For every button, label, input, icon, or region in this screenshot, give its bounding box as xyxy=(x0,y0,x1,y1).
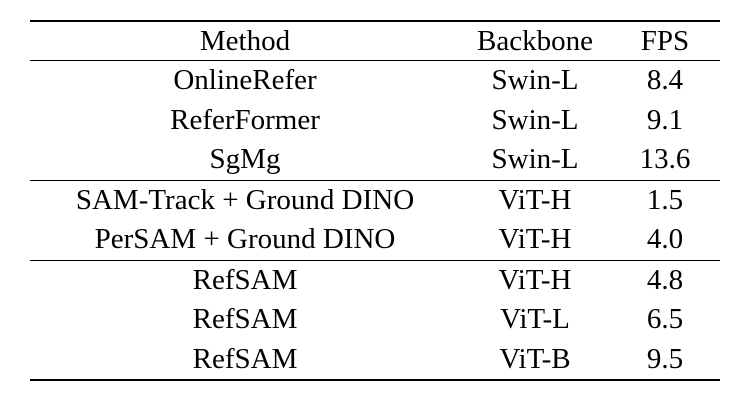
table-body: OnlineRefer Swin-L 8.4 ReferFormer Swin-… xyxy=(30,60,720,380)
cell-method: RefSAM xyxy=(192,263,298,296)
results-table-container: Method Backbone FPS OnlineRefer Swin-L 8… xyxy=(30,20,720,381)
cell-fps: 9.1 xyxy=(646,103,684,136)
cell-backbone: ViT-H xyxy=(498,223,572,256)
cell-backbone: ViT-L xyxy=(500,303,570,336)
header-fps: FPS xyxy=(640,24,690,57)
table-row: RefSAM ViT-B 9.5 xyxy=(30,340,720,380)
fps-comparison-table: Method Backbone FPS OnlineRefer Swin-L 8… xyxy=(30,20,720,381)
cell-method: RefSAM xyxy=(192,303,298,336)
cell-backbone: ViT-H xyxy=(498,183,572,216)
table-header: Method Backbone FPS xyxy=(30,21,720,61)
cell-fps: 13.6 xyxy=(639,143,691,176)
cell-fps: 8.4 xyxy=(646,64,684,97)
cell-backbone: Swin-L xyxy=(491,143,579,176)
table-row: SAM-Track + Ground DINO ViT-H 1.5 xyxy=(30,180,720,220)
cell-method: ReferFormer xyxy=(170,103,320,136)
cell-method: PerSAM + Ground DINO xyxy=(94,223,396,256)
cell-method: OnlineRefer xyxy=(173,64,317,97)
table-row: SgMg Swin-L 13.6 xyxy=(30,140,720,180)
cell-backbone: Swin-L xyxy=(491,103,579,136)
cell-backbone: Swin-L xyxy=(491,64,579,97)
cell-fps: 4.8 xyxy=(646,263,684,296)
table-row: OnlineRefer Swin-L 8.4 xyxy=(30,60,720,101)
cell-fps: 9.5 xyxy=(646,342,684,375)
cell-fps: 1.5 xyxy=(646,183,684,216)
cell-backbone: ViT-H xyxy=(498,263,572,296)
cell-fps: 6.5 xyxy=(646,303,684,336)
cell-backbone: ViT-B xyxy=(499,342,571,375)
table-row: RefSAM ViT-H 4.8 xyxy=(30,260,720,300)
table-row: PerSAM + Ground DINO ViT-H 4.0 xyxy=(30,220,720,260)
cell-fps: 4.0 xyxy=(646,223,684,256)
header-row: Method Backbone FPS xyxy=(30,21,720,61)
cell-method: SAM-Track + Ground DINO xyxy=(75,183,415,216)
cell-method: SgMg xyxy=(209,143,281,176)
cell-method: RefSAM xyxy=(192,342,298,375)
header-method: Method xyxy=(199,24,291,57)
table-row: ReferFormer Swin-L 9.1 xyxy=(30,101,720,141)
table-row: RefSAM ViT-L 6.5 xyxy=(30,300,720,340)
header-backbone: Backbone xyxy=(477,24,593,57)
